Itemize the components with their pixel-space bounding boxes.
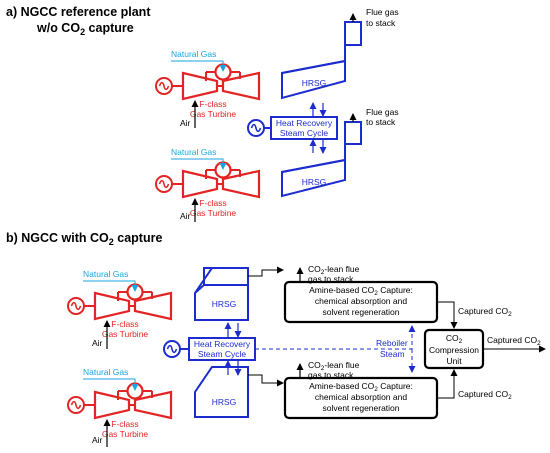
air-b1-label: Air: [92, 338, 103, 348]
gas-turbine-b1: F-class Gas Turbine: [66, 283, 173, 339]
hrsg-b2-shape: [194, 366, 249, 418]
natural-gas-b1-label: Natural Gas: [83, 269, 128, 279]
flue-a1-label-2: to stack: [366, 18, 396, 28]
natural-gas-b2-label: Natural Gas: [83, 367, 128, 377]
gt-a2-label-2: Gas Turbine: [190, 208, 237, 218]
captured-co2-1-arrow: [437, 301, 458, 329]
compression-line-3: Unit: [446, 356, 462, 366]
natural-gas-a1-label: Natural Gas: [171, 49, 216, 59]
captured-co2-out-label: Captured CO2: [487, 335, 541, 347]
hrsg-a2-label: HRSG: [302, 177, 327, 187]
amine-2-line-2: chemical absorption and: [315, 392, 407, 402]
amine-2-line-1: Amine-based CO2 Capture:: [309, 381, 413, 393]
lean-flue-2-line-1: CO2-lean flue: [308, 360, 360, 372]
air-a2-label: Air: [180, 211, 191, 221]
flue-to-capture-b2: [248, 374, 284, 387]
gt-b1-label-1: F-class: [111, 319, 138, 329]
air-a1-label: Air: [180, 118, 191, 128]
section-a-title-line2: w/o CO2 capture: [36, 21, 134, 37]
captured-co2-2-label: Captured CO2: [458, 389, 512, 401]
hrsg-b1-label: HRSG: [212, 299, 237, 309]
hrsc-b-label-2: Steam Cycle: [198, 349, 246, 359]
compression-line-2: Compression: [429, 345, 479, 355]
amine-1-line-3: solvent regeneration: [322, 307, 399, 317]
natural-gas-a1-arrow: [171, 60, 227, 72]
reboiler-label-1: Reboiler: [376, 338, 408, 348]
reboiler-label-2: Steam: [380, 349, 405, 359]
amine-2-line-3: solvent regeneration: [322, 403, 399, 413]
gt-b2-label-2: Gas Turbine: [102, 429, 149, 439]
hrsc-a-label-1: Heat Recovery: [276, 118, 333, 128]
hrsg-a2-shape: [281, 121, 362, 198]
captured-co2-1-label: Captured CO2: [458, 306, 512, 318]
gas-turbine-a1: F-class Gas Turbine: [154, 63, 261, 119]
amine-1-line-1: Amine-based CO2 Capture:: [309, 285, 413, 297]
air-b2-label: Air: [92, 435, 103, 445]
hrsc-a-label-2: Steam Cycle: [280, 128, 328, 138]
hrsg-b2-label: HRSG: [212, 397, 237, 407]
section-b-title: b) NGCC with CO2 capture: [6, 231, 162, 247]
hrsc-b-label-1: Heat Recovery: [194, 339, 251, 349]
gas-turbine-b2: F-class Gas Turbine: [66, 382, 173, 439]
captured-co2-2-arrow: [437, 369, 458, 399]
gt-b1-label-2: Gas Turbine: [102, 329, 149, 339]
natural-gas-a2-label: Natural Gas: [171, 147, 216, 157]
amine-1-line-2: chemical absorption and: [315, 296, 407, 306]
natural-gas-b2-arrow: [83, 378, 139, 391]
lean-flue-2-line-2: gas to stack: [308, 370, 354, 380]
gt-a2-label-1: F-class: [199, 198, 226, 208]
gt-a1-label-1: F-class: [199, 99, 226, 109]
hrsg-a1-label: HRSG: [302, 78, 327, 88]
flue-a2-label-1: Flue gas: [366, 107, 399, 117]
gas-turbine-a2: F-class Gas Turbine: [154, 161, 261, 218]
hrsg-b1-shape: [194, 267, 249, 321]
flue-a2-label-2: to stack: [366, 117, 396, 127]
lean-flue-1-line-1: CO2-lean flue: [308, 264, 360, 276]
hrsg-a1-shape: [281, 21, 362, 100]
compression-line-1: CO2: [446, 333, 463, 345]
flue-to-capture-b1: [248, 266, 284, 277]
gt-a1-label-2: Gas Turbine: [190, 109, 237, 119]
flue-a1-label-1: Flue gas: [366, 7, 399, 17]
lean-flue-1-line-2: gas to stack: [308, 274, 354, 284]
gt-b2-label-1: F-class: [111, 419, 138, 429]
natural-gas-a2-arrow: [171, 158, 227, 170]
natural-gas-b1-arrow: [83, 280, 139, 292]
hrsc-a-box: [270, 116, 338, 140]
section-a-title: a) NGCC reference plant: [6, 5, 151, 19]
